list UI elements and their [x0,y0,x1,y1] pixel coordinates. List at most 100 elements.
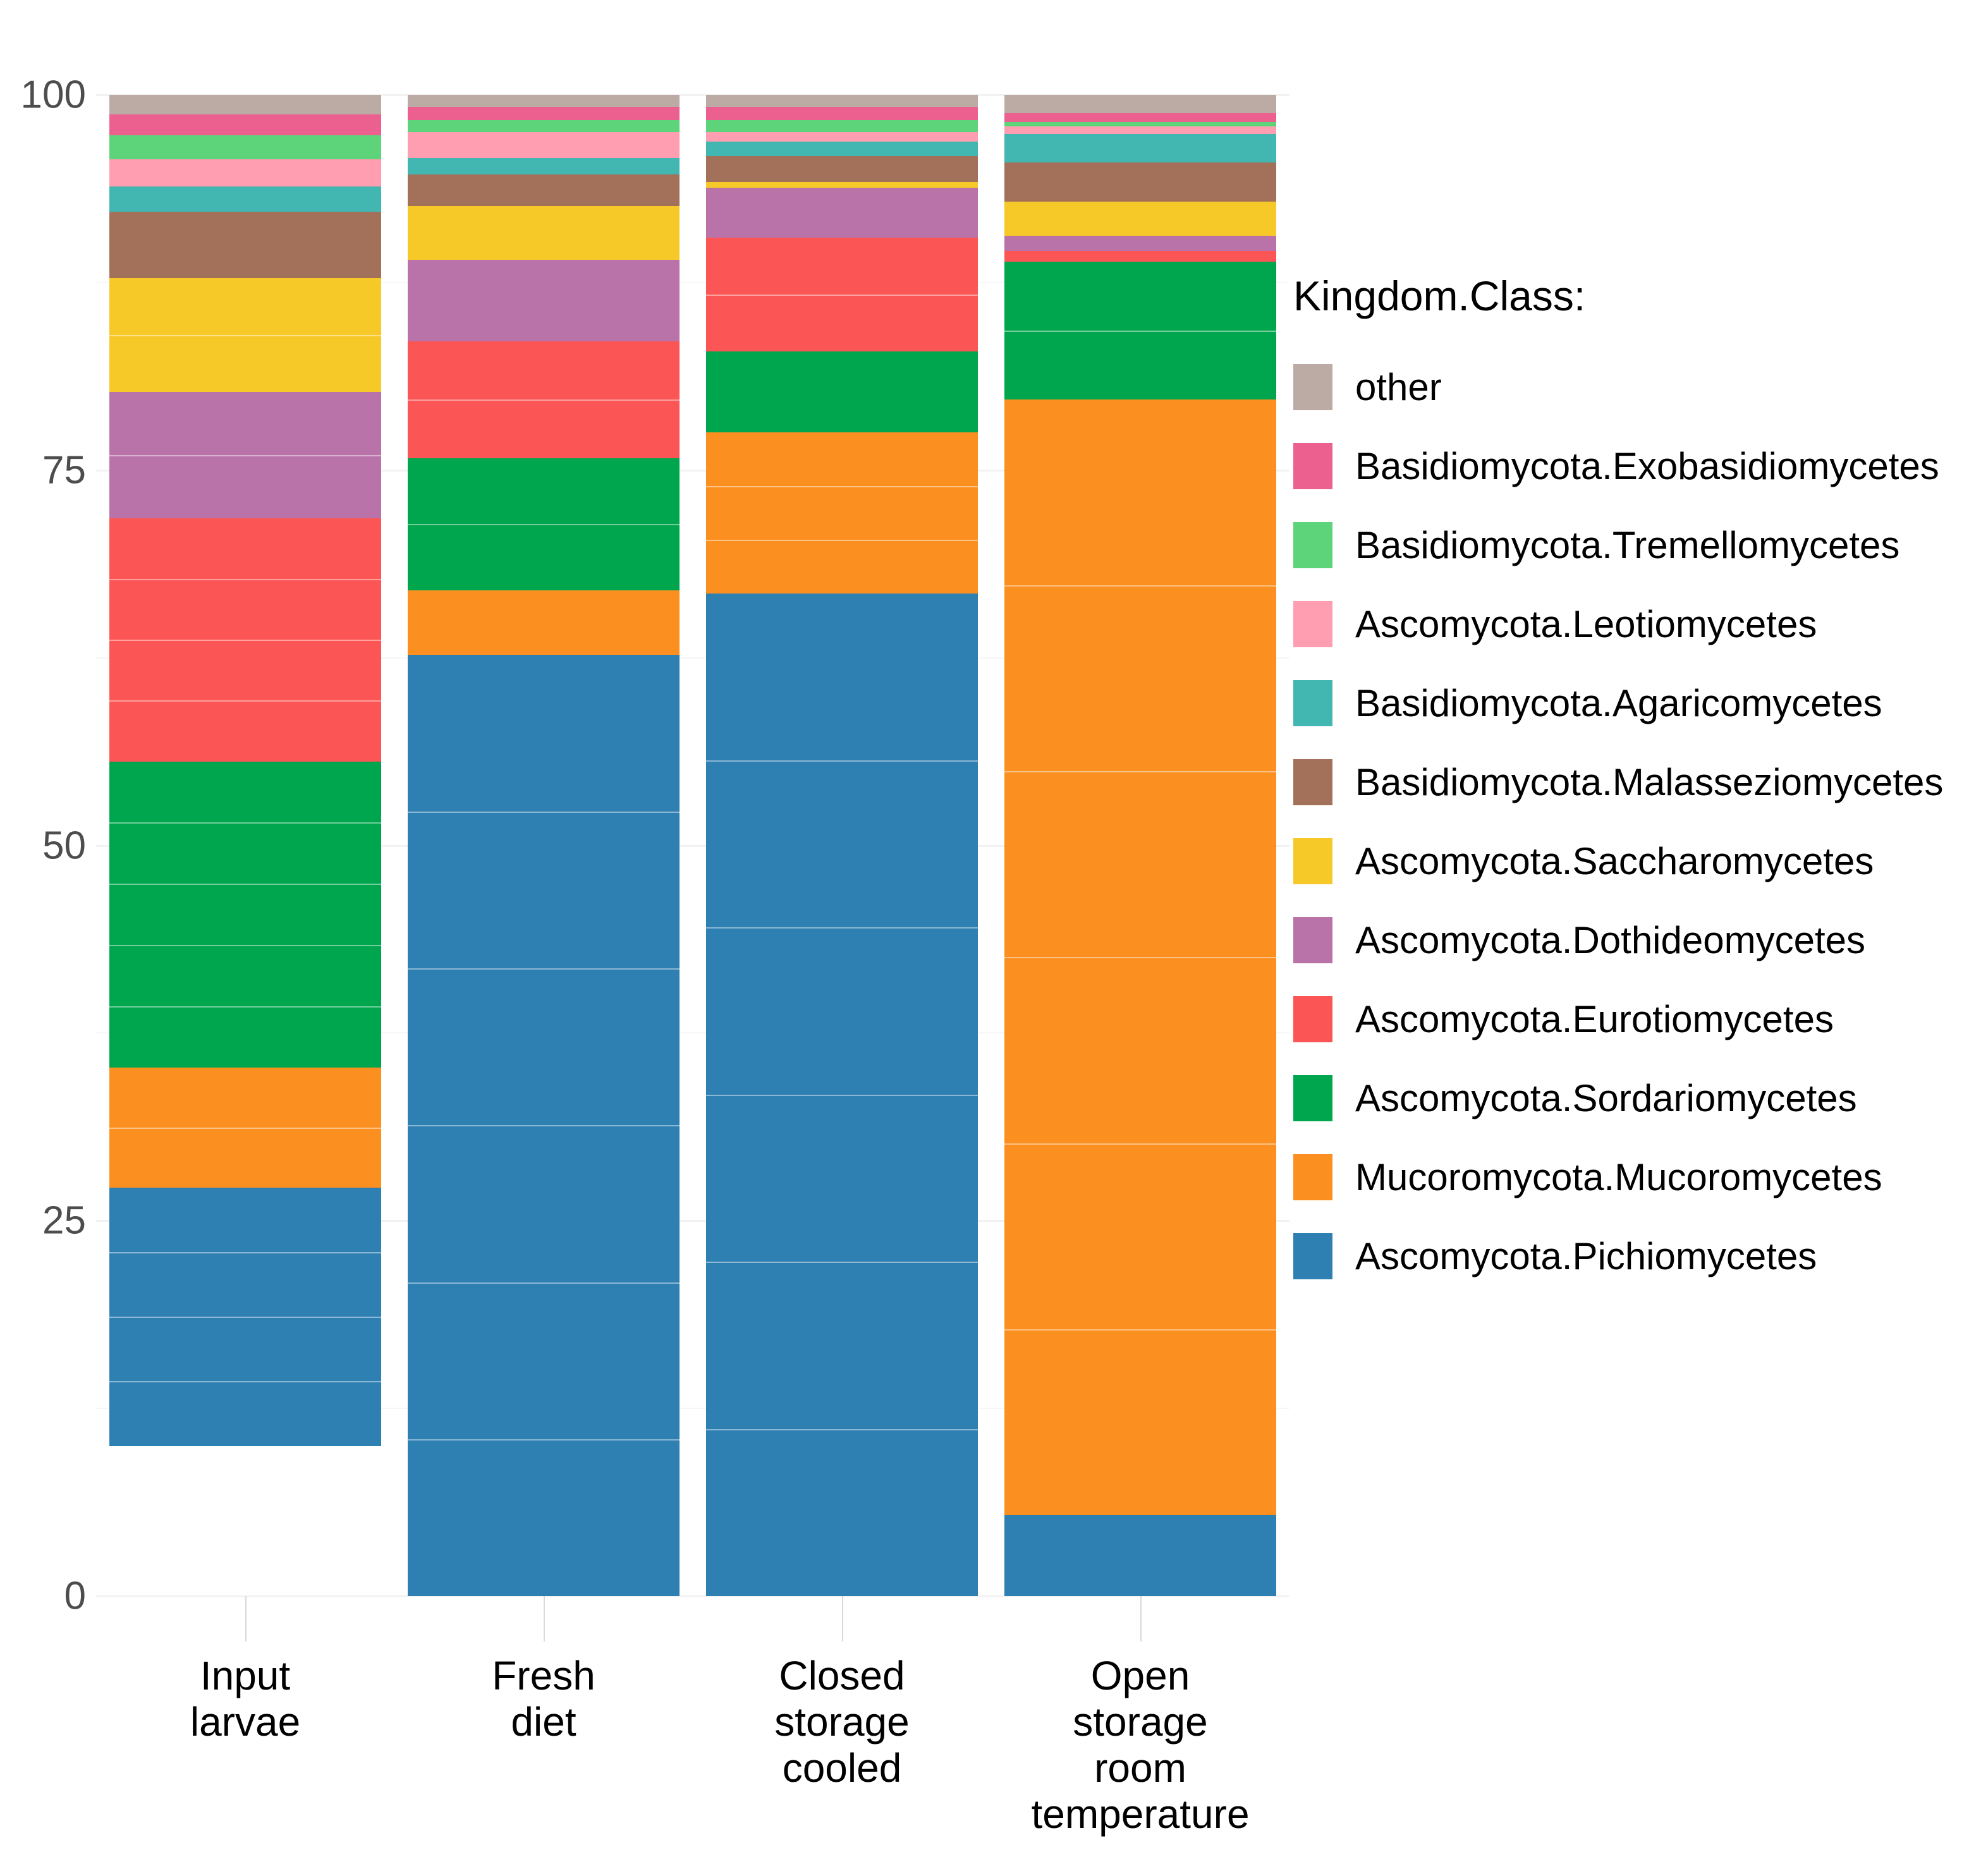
legend-item[interactable]: Basidiomycota.Agaricomycetes [1284,669,1969,737]
legend-item[interactable]: Ascomycota.Pichiomycetes [1284,1222,1969,1290]
legend-item[interactable]: other [1284,353,1969,421]
bar-segment[interactable] [109,761,381,1068]
segment-divider [109,455,381,456]
segment-divider [706,1428,978,1430]
bar-segment[interactable] [408,95,680,107]
bar-segment[interactable] [1004,162,1276,202]
bar-segment[interactable] [408,590,680,655]
x-axis-tick-mark [842,1596,843,1642]
gridline-major [96,1220,1289,1222]
legend-item-label: Ascomycota.Pichiomycetes [1355,1234,1817,1277]
segment-divider [109,884,381,886]
segment-divider [109,1128,381,1129]
bar-segment[interactable] [408,458,680,590]
bar-segment[interactable] [1004,95,1276,113]
bar-column[interactable] [408,0,680,1876]
bar-segment[interactable] [1004,251,1276,262]
legend-item-label: Basidiomycota.Malasseziomycetes [1355,760,1944,803]
bar-segment[interactable] [408,260,680,341]
legend-color-swatch [1293,679,1332,726]
bar-segment[interactable] [706,593,978,1596]
segment-divider [408,399,680,401]
segment-divider [706,539,978,541]
segment-divider [408,1125,680,1127]
bar-segment[interactable] [408,107,680,121]
bar-segment[interactable] [109,1068,381,1188]
bar-segment[interactable] [706,107,978,121]
segment-divider [109,1317,381,1319]
bar-segment[interactable] [706,181,978,188]
segment-divider [1004,585,1276,587]
legend-item[interactable]: Ascomycota.Leotiomycetes [1284,590,1969,658]
bar-segment[interactable] [1004,236,1276,251]
bar-segment[interactable] [109,518,381,762]
bar-segment[interactable] [109,392,381,518]
segment-divider [1004,1143,1276,1145]
bar-segment[interactable] [1004,126,1276,134]
legend-item[interactable]: Ascomycota.Sordariomycetes [1284,1064,1969,1132]
legend-item[interactable]: Basidiomycota.Tremellomycetes [1284,511,1969,579]
bar-segment[interactable] [408,205,680,260]
segment-divider [706,294,978,296]
bar-segment[interactable] [408,341,680,458]
segment-divider [706,760,978,762]
legend-color-swatch [1293,442,1332,489]
segment-divider [706,1094,978,1096]
bar-segment[interactable] [109,95,381,114]
legend-item[interactable]: Basidiomycota.Exobasidiomycetes [1284,432,1969,500]
bar-segment[interactable] [1004,201,1276,236]
legend-item-label: Basidiomycota.Exobasidiomycetes [1355,444,1939,487]
bar-segment[interactable] [706,156,978,182]
bar-segment[interactable] [109,212,381,278]
segment-divider [109,335,381,336]
bar-segment[interactable] [109,135,381,160]
segment-divider [109,578,381,580]
bar-segment[interactable] [109,159,381,186]
legend-item[interactable]: Basidiomycota.Malasseziomycetes [1284,748,1969,816]
bar-segment[interactable] [109,114,381,136]
bar-segment[interactable] [408,174,680,206]
gridline-minor [96,1408,1289,1410]
bar-segment[interactable] [408,132,680,158]
bar-segment[interactable] [109,186,381,212]
bar-column[interactable] [109,0,381,1876]
bar-segment[interactable] [1004,121,1276,126]
bar-segment[interactable] [1004,261,1276,400]
legend-color-swatch [1293,1075,1332,1121]
y-axis-tick-label: 75 [42,448,86,492]
bar-segment[interactable] [706,237,978,352]
bar-segment[interactable] [1004,1514,1276,1596]
legend-color-swatch [1293,1233,1332,1279]
bar-segment[interactable] [706,120,978,133]
bar-column[interactable] [1004,0,1276,1876]
bar-segment[interactable] [706,132,978,142]
segment-divider [109,1381,381,1383]
bar-segment[interactable] [706,188,978,238]
bar-segment[interactable] [706,95,978,107]
bar-segment[interactable] [408,157,680,174]
segment-divider [109,1252,381,1254]
bar-segment[interactable] [408,654,680,1596]
gridline-minor [96,281,1289,283]
legend-color-swatch [1293,758,1332,805]
segment-divider [706,1262,978,1264]
bar-segment[interactable] [706,432,978,594]
x-axis-tick-mark [245,1596,247,1642]
legend-item[interactable]: Mucoromycota.Mucoromycetes [1284,1143,1969,1211]
bar-segment[interactable] [109,277,381,393]
legend-item[interactable]: Ascomycota.Dothideomycetes [1284,906,1969,974]
bar-segment[interactable] [1004,113,1276,122]
bar-segment[interactable] [109,1188,381,1446]
bar-segment[interactable] [1004,133,1276,162]
bar-segment[interactable] [706,351,978,433]
bar-segment[interactable] [408,120,680,133]
bar-segment[interactable] [1004,399,1276,1515]
bar-column[interactable] [706,0,978,1876]
legend-item-label: Ascomycota.Dothideomycetes [1355,918,1866,961]
legend-item[interactable]: Ascomycota.Saccharomycetes [1284,827,1969,895]
bar-segment[interactable] [706,141,978,157]
segment-divider [1004,330,1276,332]
legend-item[interactable]: Ascomycota.Eurotiomycetes [1284,985,1969,1053]
